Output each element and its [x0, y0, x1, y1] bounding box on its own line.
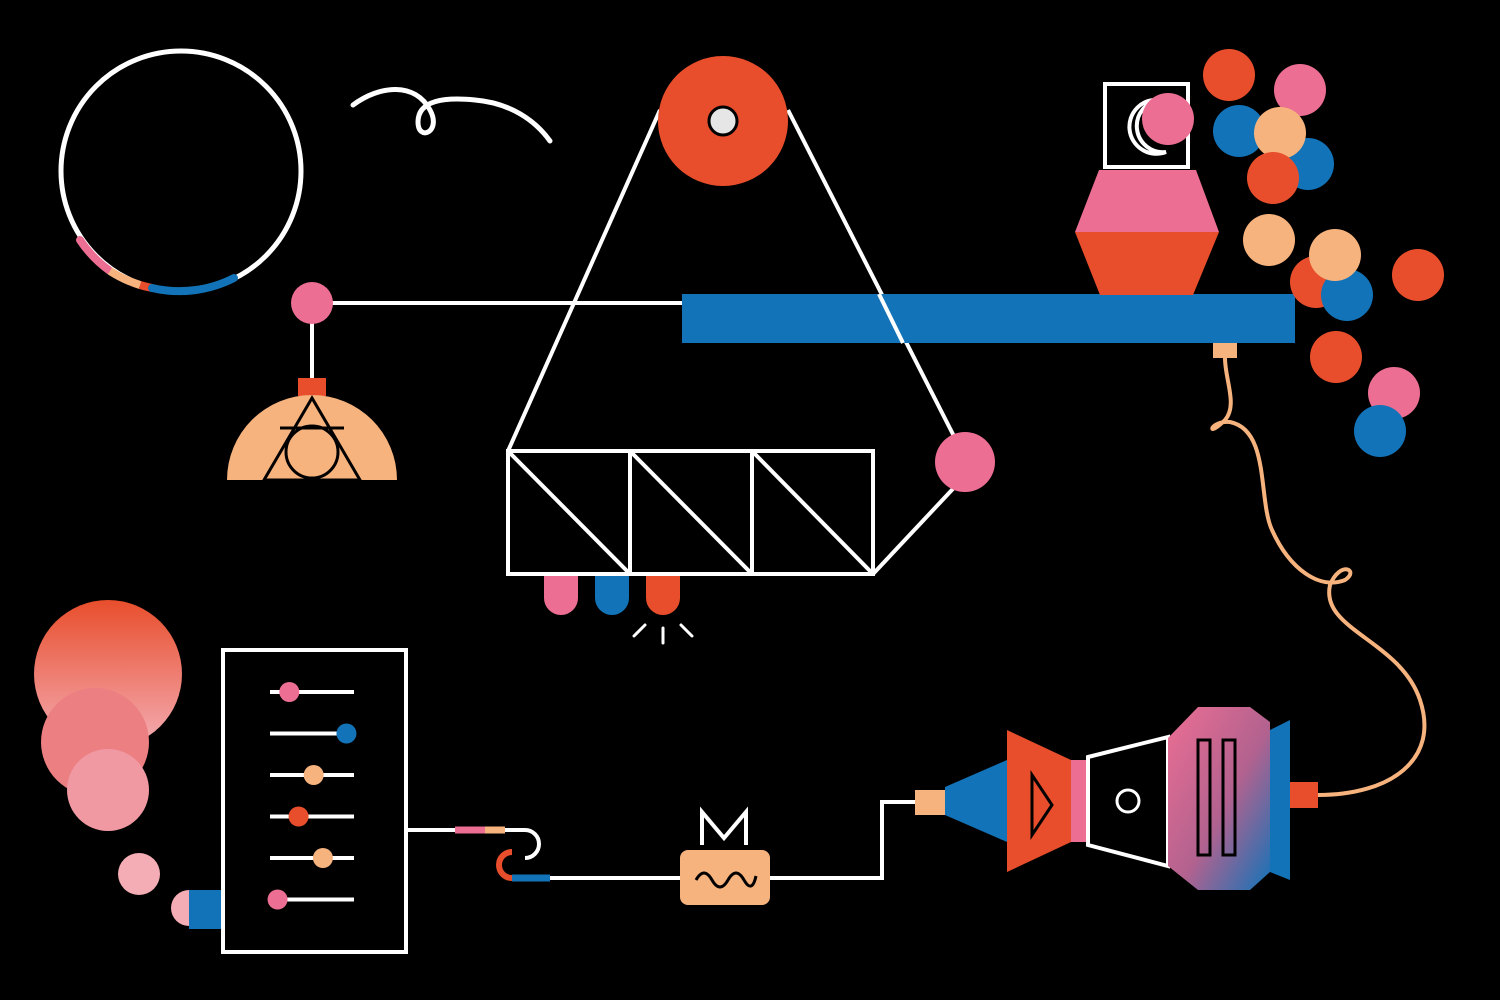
slider-knob	[312, 848, 333, 868]
wave-icon	[694, 871, 758, 889]
orbit-ring	[58, 48, 304, 296]
pulley-wheel	[658, 56, 788, 186]
smoke-cloud	[34, 600, 222, 929]
triangle-circle-icon	[261, 395, 363, 482]
engine	[915, 707, 1318, 890]
joint-ball-left	[291, 282, 333, 324]
slider-knob	[303, 765, 324, 785]
engine-port	[1115, 788, 1141, 814]
slider-knob	[267, 889, 288, 910]
joint-ball-right	[935, 432, 995, 492]
falling-balls	[1142, 49, 1444, 457]
crescent-moon-icon	[1127, 97, 1167, 156]
conveyor-bar	[682, 294, 1295, 343]
truss	[506, 449, 875, 576]
slider-knob	[279, 682, 300, 702]
squiggle-line	[350, 87, 553, 144]
hopper	[1075, 82, 1219, 295]
truss-pills	[544, 576, 694, 645]
signal-wire	[406, 800, 915, 882]
dome-lamp	[227, 378, 397, 482]
play-icon	[1030, 770, 1054, 840]
wave-module	[680, 806, 770, 905]
slider-knob	[336, 723, 357, 744]
slider-group	[267, 682, 357, 910]
frame-line-over-bar	[877, 293, 905, 344]
slider-panel	[221, 648, 408, 954]
power-cable	[1210, 343, 1427, 797]
slider-knob	[288, 806, 309, 827]
